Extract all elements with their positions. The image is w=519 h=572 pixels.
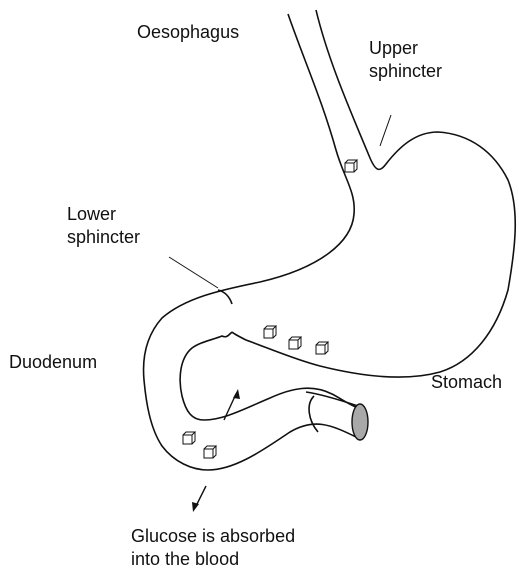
lower-sphincter-label-line: Lower	[67, 203, 140, 226]
lower-sphincter-notch	[218, 290, 232, 304]
upper-sphincter-label-line: sphincter	[369, 60, 442, 83]
stomach-label: Stomach	[431, 371, 502, 394]
oesophagus-label: Oesophagus	[137, 21, 239, 44]
lower-sphincter-label: Lower sphincter	[67, 203, 140, 249]
lower-sphincter-pointer	[169, 257, 218, 288]
upper-sphincter-label: Upper sphincter	[369, 37, 442, 83]
lower-sphincter-label-line: sphincter	[67, 226, 140, 249]
glucose-cube-icon	[264, 326, 276, 338]
absorption-arrow-icon	[224, 389, 240, 420]
duodenum-label: Duodenum	[9, 351, 97, 374]
upper-sphincter-label-line: Upper	[369, 37, 442, 60]
glucose-cube-icon	[316, 342, 328, 354]
stomach-outer-wall	[144, 14, 358, 470]
glucose-cube-icon	[183, 432, 195, 444]
intestine-tube-side	[309, 396, 318, 432]
upper-sphincter-pointer	[380, 115, 391, 146]
glucose-absorbed-label-line: Glucose is absorbed	[131, 525, 295, 548]
absorption-arrow-icon	[192, 486, 206, 512]
glucose-absorbed-label-line: into the blood	[131, 548, 295, 571]
intestine-opening	[352, 404, 368, 440]
glucose-cube-icon	[345, 160, 357, 172]
glucose-absorbed-label: Glucose is absorbed into the blood	[131, 525, 295, 571]
glucose-cube-icon	[289, 337, 301, 349]
duodenum-inner-wall	[180, 332, 358, 420]
glucose-cube-icon	[204, 446, 216, 458]
